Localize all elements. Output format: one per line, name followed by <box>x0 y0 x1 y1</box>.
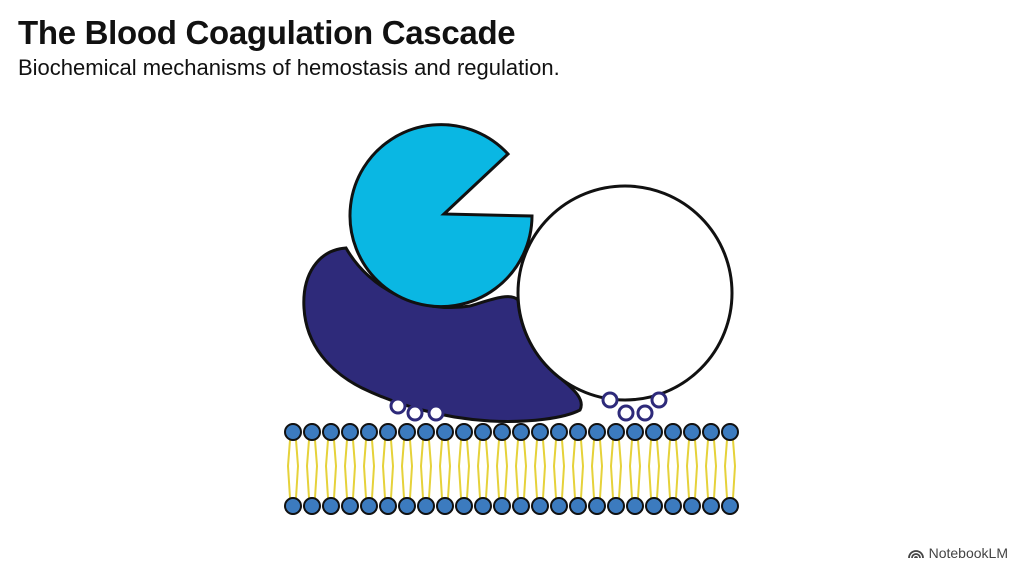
lipid-head-outer <box>569 423 587 441</box>
lipid-head-inner <box>322 497 340 515</box>
lipid-head-outer <box>360 423 378 441</box>
lipid-head-inner <box>702 497 720 515</box>
light-blue-enzyme-domain <box>348 123 534 309</box>
lipid-head-inner <box>398 497 416 515</box>
gla-ring <box>617 404 635 422</box>
lipid-head-inner <box>569 497 587 515</box>
gla-ring <box>601 391 619 409</box>
lipid-head-outer <box>436 423 454 441</box>
lipid-head-inner <box>455 497 473 515</box>
lipid-head-outer <box>607 423 625 441</box>
lipid-head-outer <box>303 423 321 441</box>
watermark-label: NotebookLM <box>928 545 1008 561</box>
gla-ring <box>406 404 424 422</box>
lipid-head-inner <box>626 497 644 515</box>
lipid-head-inner <box>379 497 397 515</box>
gla-domain-anchors <box>389 391 668 422</box>
lipid-head-outer <box>512 423 530 441</box>
lipid-head-outer <box>721 423 739 441</box>
phospholipid-membrane <box>284 423 739 515</box>
lipid-head-outer <box>664 423 682 441</box>
dark-blue-protein-domain <box>302 246 583 423</box>
lipid-head-inner <box>284 497 302 515</box>
lipid-head-inner <box>721 497 739 515</box>
page-title: The Blood Coagulation Cascade <box>18 14 516 51</box>
lipid-head-outer <box>702 423 720 441</box>
lipid-head-inner <box>531 497 549 515</box>
watermark: NotebookLM <box>907 545 1008 561</box>
lipid-head-inner <box>664 497 682 515</box>
gla-ring <box>650 391 668 409</box>
lipid-tails <box>286 439 737 499</box>
lipid-head-outer <box>474 423 492 441</box>
lipid-head-outer <box>626 423 644 441</box>
notebooklm-logo-icon <box>907 550 924 559</box>
lipid-head-inner <box>417 497 435 515</box>
lipid-head-outer <box>550 423 568 441</box>
enzyme-complex <box>302 123 734 423</box>
lipid-head-outer <box>455 423 473 441</box>
lipid-head-inner <box>683 497 701 515</box>
lipid-head-inner <box>588 497 606 515</box>
lipid-head-outer <box>341 423 359 441</box>
gla-ring <box>427 404 445 422</box>
lipid-head-outer <box>683 423 701 441</box>
lipid-head-inner <box>493 497 511 515</box>
lipid-head-outer <box>588 423 606 441</box>
lipid-head-inner <box>645 497 663 515</box>
lipid-head-inner <box>512 497 530 515</box>
lipid-head-outer <box>398 423 416 441</box>
lipid-head-outer <box>493 423 511 441</box>
lipid-head-outer <box>284 423 302 441</box>
gla-ring <box>389 397 407 415</box>
lipid-head-outer <box>322 423 340 441</box>
lipid-head-inner <box>360 497 378 515</box>
gla-ring <box>636 404 654 422</box>
lipid-head-inner <box>436 497 454 515</box>
lipid-head-inner <box>607 497 625 515</box>
lipid-head-inner <box>550 497 568 515</box>
lipid-head-inner <box>341 497 359 515</box>
lipid-head-outer <box>379 423 397 441</box>
lipid-head-outer <box>531 423 549 441</box>
lipid-head-inner <box>474 497 492 515</box>
lipid-head-outer <box>417 423 435 441</box>
cofactor-domain <box>516 184 734 402</box>
lipid-head-outer <box>645 423 663 441</box>
lipid-head-inner <box>303 497 321 515</box>
page-subtitle: Biochemical mechanisms of hemostasis and… <box>18 55 560 80</box>
